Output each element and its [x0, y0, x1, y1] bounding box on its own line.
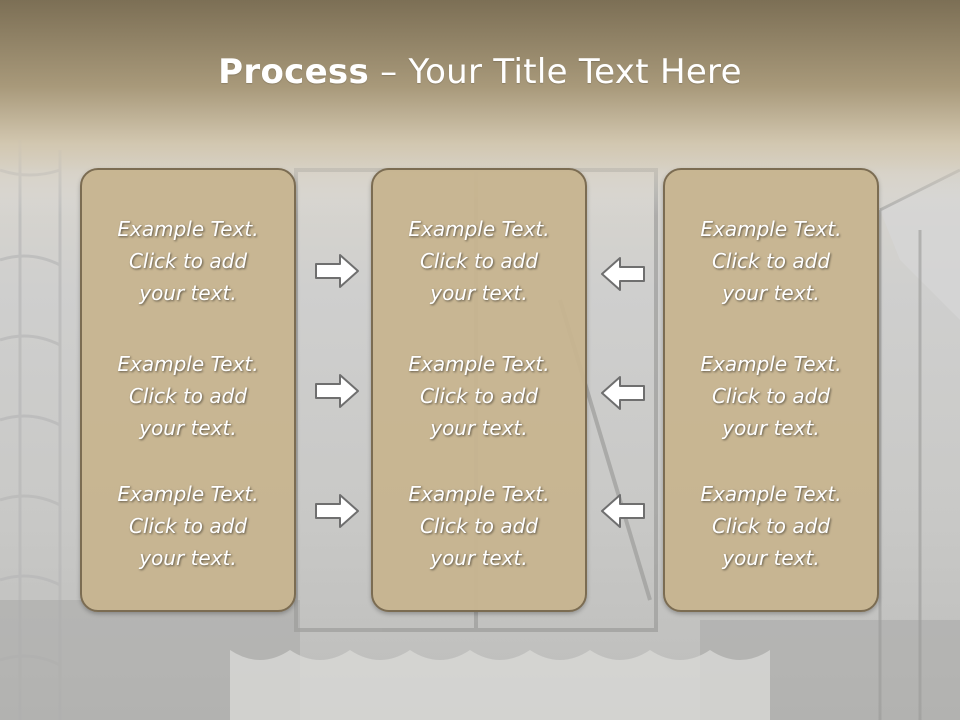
title-rest: – Your Title Text Here	[369, 52, 742, 92]
text-line: Example Text.	[700, 482, 842, 506]
text-line: your text.	[139, 281, 237, 305]
text-line: your text.	[722, 416, 820, 440]
text-line: Example Text.	[408, 217, 550, 241]
text-line: Click to add	[419, 514, 539, 538]
arrow-left-icon[interactable]	[598, 491, 646, 531]
arrow-right-icon[interactable]	[314, 251, 362, 291]
arrow-right-icon[interactable]	[314, 371, 362, 411]
text-line: Example Text.	[700, 217, 842, 241]
text-line: Example Text.	[117, 482, 259, 506]
text-line: your text.	[430, 416, 528, 440]
text-line: Click to add	[419, 384, 539, 408]
text-line: Click to add	[419, 249, 539, 273]
process-box-left[interactable]: Example Text. Click to add your text. Ex…	[80, 168, 296, 612]
text-line: your text.	[722, 546, 820, 570]
text-line: Click to add	[128, 384, 248, 408]
arrow-left-icon[interactable]	[598, 373, 646, 413]
text-line: your text.	[139, 416, 237, 440]
text-line: Click to add	[711, 384, 831, 408]
text-placeholder[interactable]: Example Text. Click to add your text.	[665, 478, 877, 574]
text-line: your text.	[722, 281, 820, 305]
slide-title[interactable]: Process – Your Title Text Here	[0, 52, 960, 92]
text-line: your text.	[139, 546, 237, 570]
text-placeholder[interactable]: Example Text. Click to add your text.	[373, 213, 585, 309]
text-placeholder[interactable]: Example Text. Click to add your text.	[82, 478, 294, 574]
text-placeholder[interactable]: Example Text. Click to add your text.	[665, 348, 877, 444]
text-placeholder[interactable]: Example Text. Click to add your text.	[665, 213, 877, 309]
text-placeholder[interactable]: Example Text. Click to add your text.	[373, 348, 585, 444]
arrow-right-icon[interactable]	[314, 491, 362, 531]
text-line: Example Text.	[117, 352, 259, 376]
process-box-center[interactable]: Example Text. Click to add your text. Ex…	[371, 168, 587, 612]
text-line: Click to add	[128, 514, 248, 538]
text-placeholder[interactable]: Example Text. Click to add your text.	[373, 478, 585, 574]
text-line: Example Text.	[700, 352, 842, 376]
process-box-right[interactable]: Example Text. Click to add your text. Ex…	[663, 168, 879, 612]
text-line: Example Text.	[408, 352, 550, 376]
text-line: Example Text.	[117, 217, 259, 241]
text-line: your text.	[430, 546, 528, 570]
title-bold-part: Process	[218, 52, 370, 92]
text-line: Click to add	[711, 514, 831, 538]
text-placeholder[interactable]: Example Text. Click to add your text.	[82, 213, 294, 309]
text-line: Click to add	[711, 249, 831, 273]
arrow-left-icon[interactable]	[598, 254, 646, 294]
text-line: your text.	[430, 281, 528, 305]
text-line: Click to add	[128, 249, 248, 273]
text-placeholder[interactable]: Example Text. Click to add your text.	[82, 348, 294, 444]
text-line: Example Text.	[408, 482, 550, 506]
